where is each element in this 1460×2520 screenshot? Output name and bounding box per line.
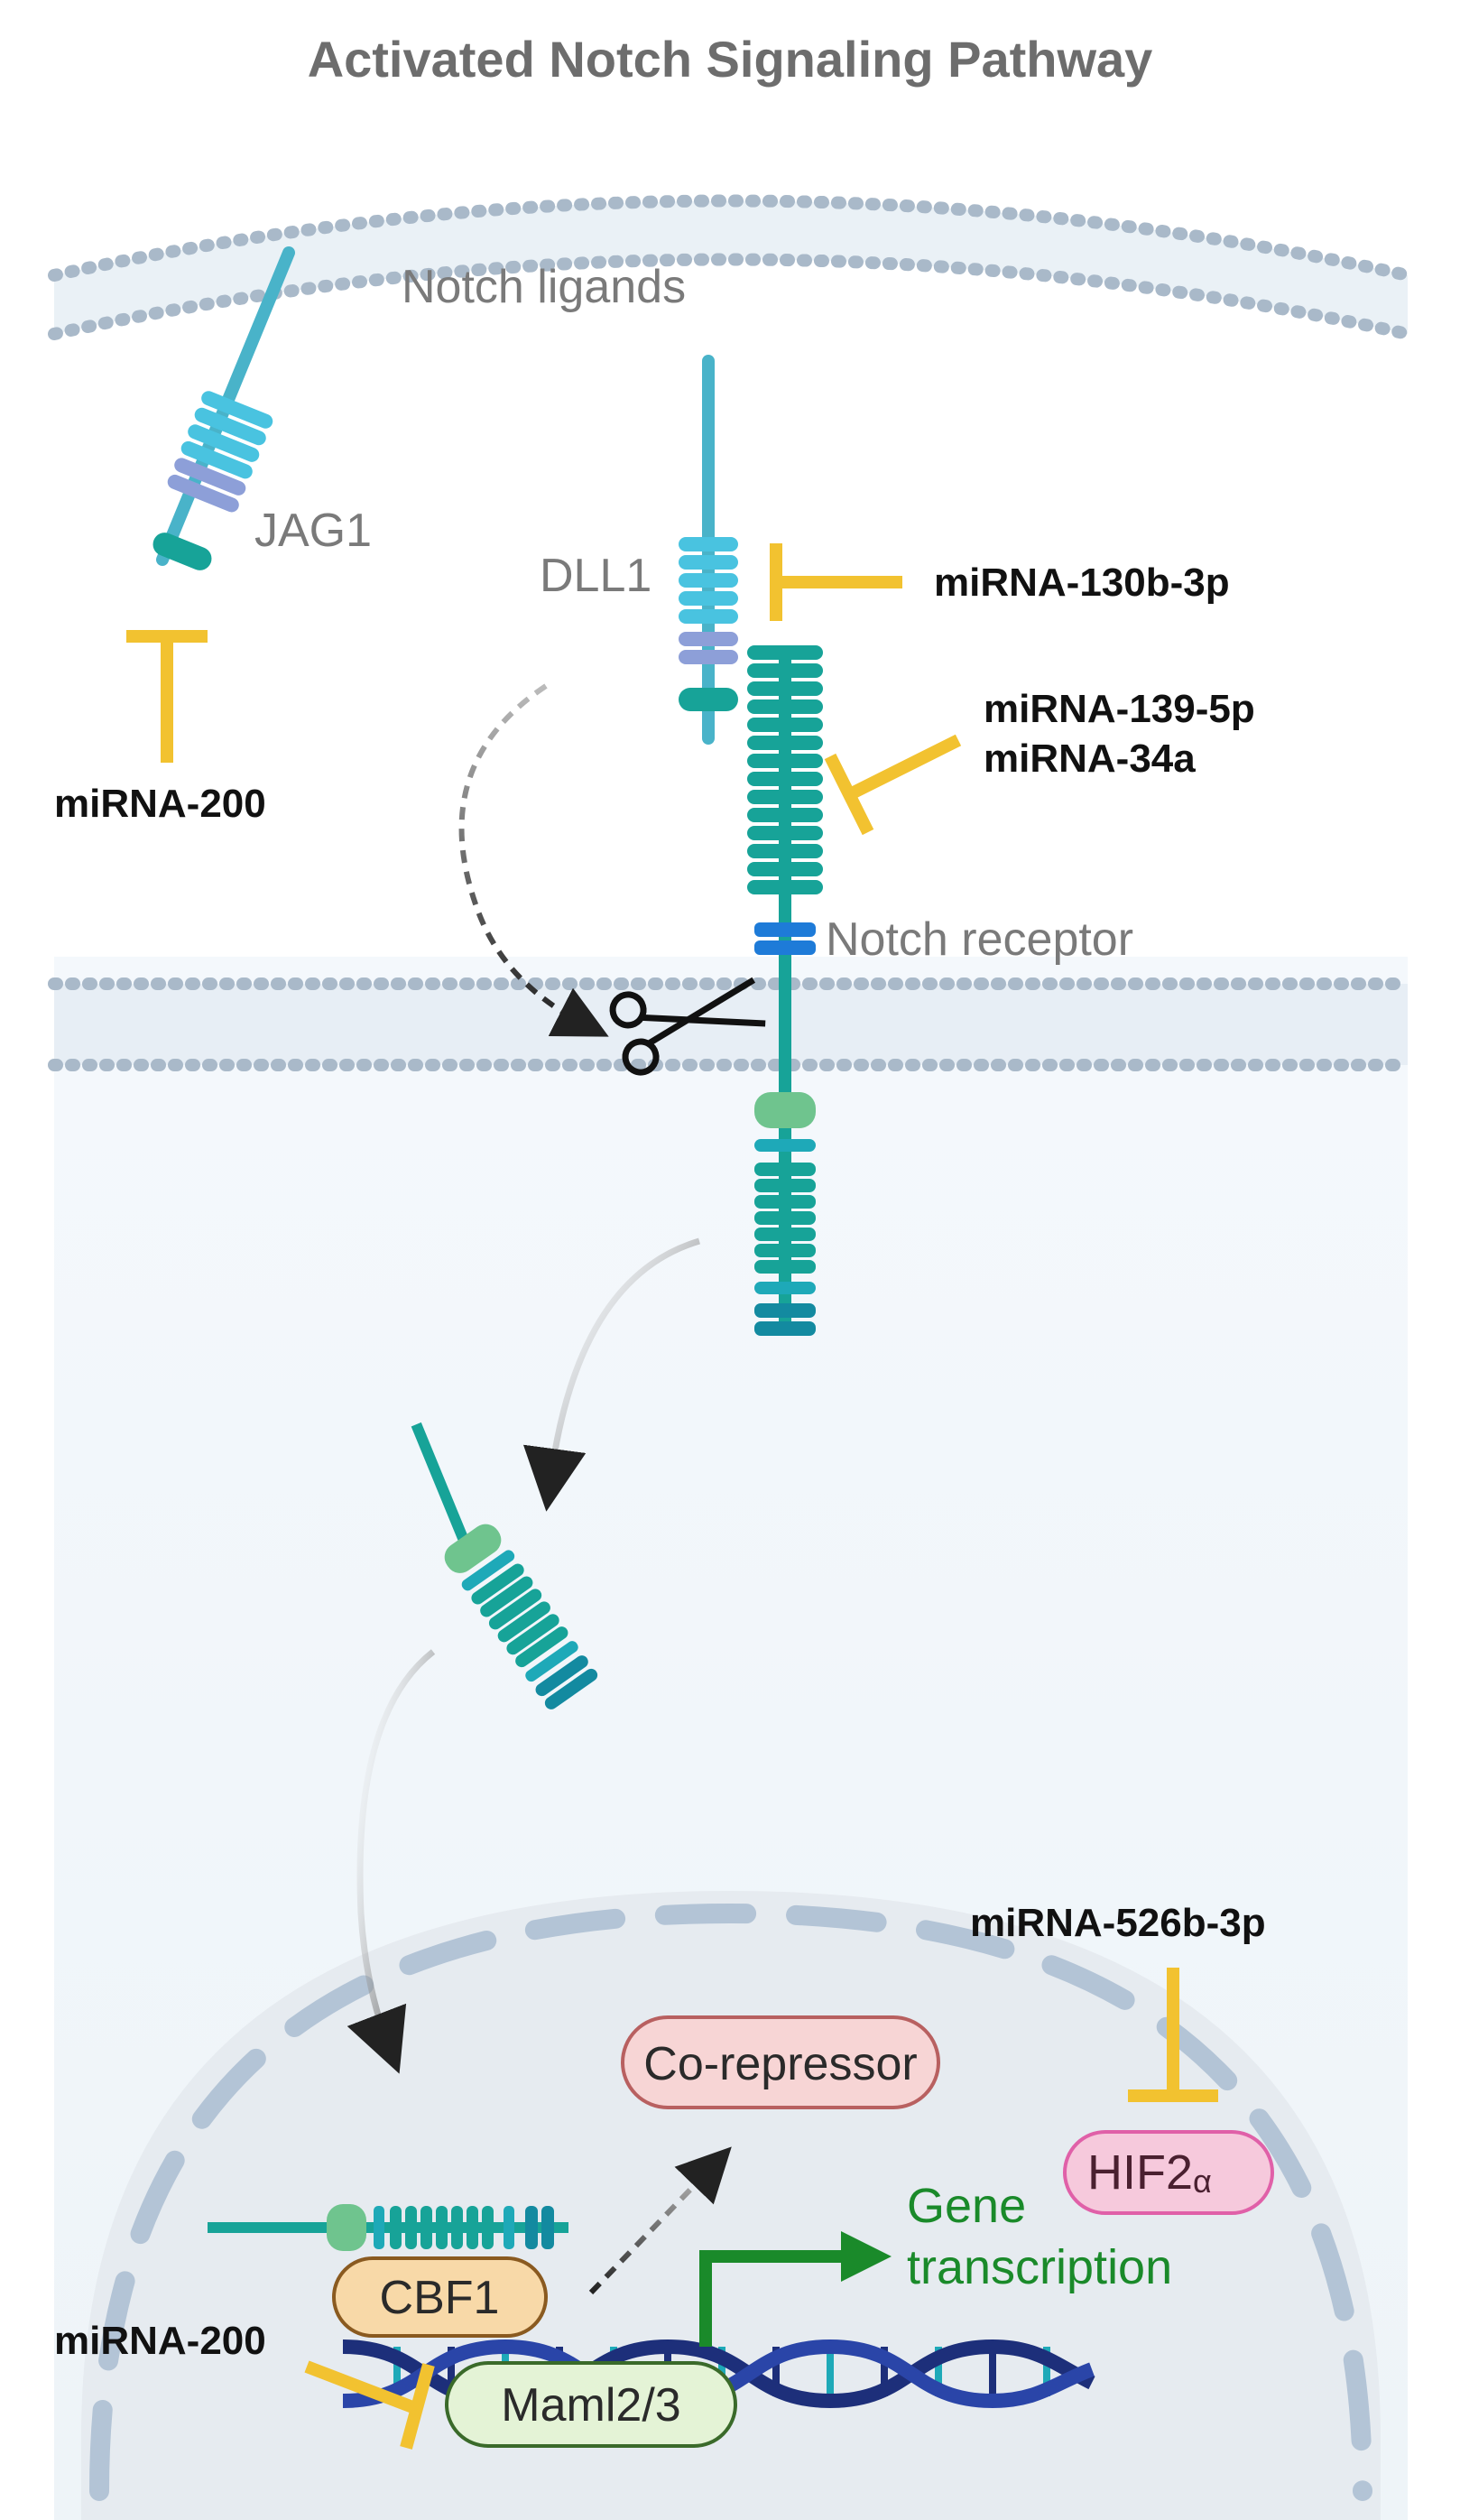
nicd-release-arrow	[522, 1237, 700, 1512]
cleavage-arrow	[458, 683, 609, 1037]
corepressor-label: Co-repressor	[643, 2038, 917, 2090]
mirna-200-maml-label: miRNA-200	[54, 2319, 266, 2363]
diagram-title: Activated Notch Signaling Pathway	[308, 31, 1153, 88]
maml-label: Maml2/3	[501, 2379, 680, 2432]
hif2a-box: HIF2α	[1063, 2130, 1274, 2215]
dll1-ligand	[679, 355, 738, 745]
maml-box: Maml2/3	[445, 2361, 737, 2448]
mirna-526b-3p-inhibitor	[1128, 1968, 1218, 2102]
mirna-34a-label: miRNA-34a	[984, 737, 1196, 781]
mirna-139-5p-label: miRNA-139-5p	[984, 687, 1255, 731]
cbf1-box: CBF1	[332, 2256, 548, 2338]
ligand-cell-membrane	[48, 194, 1414, 340]
nuclear-translocation-arrow	[347, 1649, 436, 2074]
scissors-icon	[609, 977, 766, 1076]
cbf1-label: CBF1	[380, 2272, 500, 2324]
corepressor-displacement-arrow	[588, 2146, 732, 2295]
mirna-200-jag1-label: miRNA-200	[54, 782, 266, 826]
dll1-label: DLL1	[540, 550, 651, 602]
notch-ligands-label: Notch ligands	[402, 261, 686, 313]
notch-receptor	[747, 645, 823, 1336]
jag1-label: JAG1	[254, 505, 372, 557]
mirna-200-maml-inhibitor	[304, 2360, 435, 2450]
gene-label: Gene	[907, 2179, 1026, 2233]
notch-receptor-label: Notch receptor	[826, 913, 1133, 966]
mirna-139-5p-34a-inhibitor	[824, 734, 962, 836]
gene-transcription-arrow	[699, 2231, 892, 2347]
mirna-200-jag1-inhibitor	[126, 630, 208, 763]
jag1-ligand	[152, 246, 295, 570]
corepressor-box: Co-repressor	[621, 2015, 940, 2109]
transcription-label: transcription	[907, 2240, 1172, 2294]
nuclear-nicd	[208, 2204, 568, 2251]
mirna-130b-3p-label: miRNA-130b-3p	[934, 561, 1230, 605]
nicd-fragment	[411, 1422, 598, 1709]
hif2a-label: HIF2α	[1087, 2145, 1212, 2200]
mirna-130b-3p-inhibitor	[770, 543, 902, 621]
mirna-526b-3p-label: miRNA-526b-3p	[970, 1901, 1266, 1945]
